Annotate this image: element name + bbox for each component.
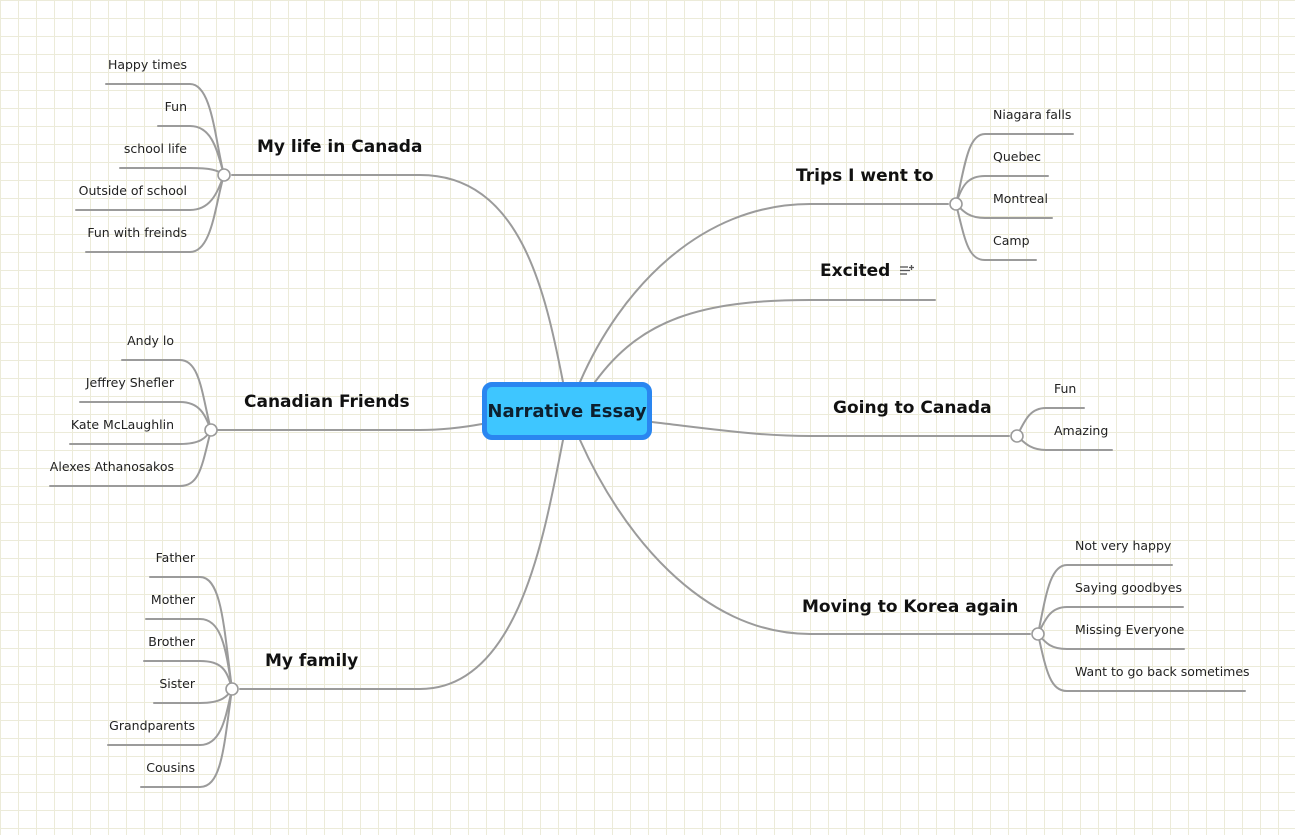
topic-going[interactable]: Going to Canada [833, 398, 992, 418]
connector-lines [49, 83, 1246, 788]
leaf-item[interactable]: Mother [150, 592, 195, 607]
leaf-item[interactable]: Camp [993, 233, 1030, 248]
leaf-item[interactable]: Alexes Athanosakos [49, 459, 174, 474]
hub-going[interactable] [1010, 429, 1024, 443]
branch-hubs [204, 168, 1045, 696]
hub-life[interactable] [217, 168, 231, 182]
topic-family[interactable]: My family [265, 651, 359, 671]
note-icon[interactable] [900, 265, 914, 277]
leaf-item[interactable]: Grandparents [109, 718, 195, 733]
central-topic[interactable]: Narrative Essay [482, 382, 652, 440]
topic-excited[interactable]: Excited [820, 261, 891, 281]
topic-friends[interactable]: Canadian Friends [244, 392, 410, 412]
leaf-item[interactable]: school life [123, 141, 187, 156]
leaf-item[interactable]: Brother [148, 634, 195, 649]
leaf-item[interactable]: Quebec [993, 149, 1041, 164]
leaf-item[interactable]: Missing Everyone [1075, 622, 1185, 637]
hub-trips[interactable] [949, 197, 963, 211]
leaf-item[interactable]: Fun [1054, 381, 1077, 396]
leaf-item[interactable]: Happy times [107, 57, 187, 72]
leaf-item[interactable]: Saying goodbyes [1075, 580, 1182, 595]
hub-family[interactable] [225, 682, 239, 696]
hub-friends[interactable] [204, 423, 218, 437]
leaf-item[interactable]: Want to go back sometimes [1075, 664, 1250, 679]
leaf-item[interactable]: Outside of school [78, 183, 187, 198]
leaf-item[interactable]: Jeffrey Shefler [85, 375, 174, 390]
leaf-item[interactable]: Sister [159, 676, 195, 691]
leaf-item[interactable]: Niagara falls [993, 107, 1072, 122]
hub-moving[interactable] [1031, 627, 1045, 641]
leaf-item[interactable]: Montreal [993, 191, 1048, 206]
leaf-item[interactable]: Father [155, 550, 195, 565]
leaf-item[interactable]: Amazing [1054, 423, 1109, 438]
leaf-item[interactable]: Andy lo [127, 333, 174, 348]
topic-trips[interactable]: Trips I went to [796, 166, 934, 186]
leaf-item[interactable]: Fun [164, 99, 187, 114]
leaf-item[interactable]: Fun with freinds [87, 225, 187, 240]
topic-life[interactable]: My life in Canada [257, 137, 423, 157]
topic-moving[interactable]: Moving to Korea again [802, 597, 1019, 617]
leaf-item[interactable]: Cousins [146, 760, 195, 775]
leaf-item[interactable]: Not very happy [1075, 538, 1172, 553]
leaf-item[interactable]: Kate McLaughlin [70, 417, 174, 432]
